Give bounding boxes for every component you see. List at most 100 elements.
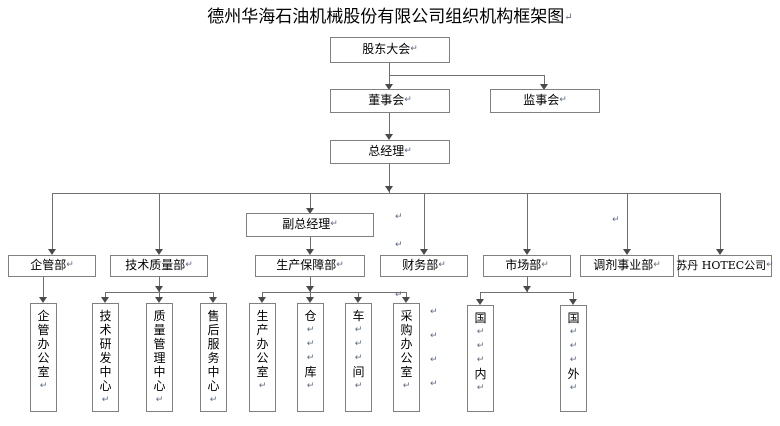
connector-marketing-child-domestic <box>480 292 481 301</box>
node-enterprise-management-dept[interactable]: 企管部↵ <box>8 255 96 277</box>
paragraph-mark-icon: ↵ <box>209 395 218 405</box>
node-label-char: 术 <box>99 323 112 337</box>
node-technical-rd-center[interactable]: 技术研发中心↵ <box>92 303 119 412</box>
node-purchasing-office[interactable]: 采购办公室↵ <box>393 303 420 412</box>
paragraph-mark-icon: ↵ <box>306 381 315 391</box>
paragraph-mark-icon: ↵ <box>354 381 363 391</box>
arrow-technical-icon <box>155 249 163 255</box>
connector-production-child-3 <box>358 292 359 299</box>
node-label: 市场部 <box>505 258 542 273</box>
paragraph-mark-icon: ↵ <box>476 327 485 337</box>
node-label-char: 外 <box>567 367 580 381</box>
connector-to-supervisors <box>544 75 545 86</box>
node-label-char: 国 <box>567 311 580 325</box>
node-label: 企管部 <box>30 258 67 273</box>
node-technical-quality-dept[interactable]: 技术质量部↵ <box>110 255 208 277</box>
connector-deputy-to-production <box>310 237 311 251</box>
node-label-char: 质 <box>153 309 166 323</box>
connector-enterprise-to-office <box>43 277 44 299</box>
node-label-char: 发 <box>99 351 112 365</box>
node-label: 总经理 <box>368 144 405 159</box>
connector-technical-stem <box>159 277 160 292</box>
node-label: 苏丹 HOTEC公司 <box>676 258 767 272</box>
node-label-char: 中 <box>207 365 220 379</box>
paragraph-mark-icon: ↵ <box>39 381 48 391</box>
paragraph-mark-icon: ↵ <box>559 95 567 106</box>
node-label-char: 心 <box>99 379 112 393</box>
node-shareholders-meeting[interactable]: 股东大会↵ <box>330 37 450 63</box>
node-label-char: 产 <box>256 323 269 337</box>
node-warehouse[interactable]: 仓↵↵↵库↵ <box>297 303 324 412</box>
page-title-text: 德州华海石油机械股份有限公司组织机构框架图 <box>207 7 565 27</box>
connector-drop-marketing <box>527 193 528 251</box>
arrow-production-child-3-icon <box>354 297 362 303</box>
paragraph-mark-icon: ↵ <box>101 395 110 405</box>
node-label-char: 购 <box>400 323 413 337</box>
arrow-production-child-4-icon <box>402 297 410 303</box>
node-label-char: 采 <box>400 309 413 323</box>
connector-gm-down <box>389 164 390 193</box>
paragraph-mark-icon: ↵ <box>564 12 573 23</box>
node-board-of-directors[interactable]: 董事会↵ <box>330 89 450 113</box>
node-enterprise-management-office[interactable]: 企管办公室↵ <box>30 303 57 412</box>
paragraph-mark-icon: ↵ <box>430 355 438 365</box>
node-label-char: 公 <box>256 351 269 365</box>
node-domestic[interactable]: 国↵↵↵内↵ <box>467 305 494 412</box>
node-quality-management-center[interactable]: 质量管理中心↵ <box>146 303 173 412</box>
node-label: 生产保障部 <box>276 258 337 273</box>
node-workshop[interactable]: 车 ↵ ↵ ↵ 间 ↵ <box>345 303 372 412</box>
node-deputy-general-manager[interactable]: 副总经理↵ <box>246 213 374 237</box>
node-label-char: 仓 <box>304 309 317 323</box>
paragraph-mark-icon: ↵ <box>354 353 363 363</box>
paragraph-mark-icon: ↵ <box>185 260 193 271</box>
node-label-char: 室 <box>37 365 50 379</box>
arrow-technical-child-2-icon <box>155 297 163 303</box>
node-general-manager[interactable]: 总经理↵ <box>330 140 450 164</box>
paragraph-mark-icon: ↵ <box>438 260 446 271</box>
node-label-char: 间 <box>352 365 365 379</box>
paragraph-mark-icon: ↵ <box>402 381 411 391</box>
paragraph-mark-icon: ↵ <box>766 260 774 271</box>
node-label-char: 理 <box>153 351 166 365</box>
paragraph-mark-icon: ↵ <box>354 339 363 349</box>
connector-technical-child-2 <box>159 292 160 299</box>
node-label: 股东大会 <box>362 42 411 57</box>
node-label-char: 技 <box>99 309 112 323</box>
connector-production-bar <box>262 292 406 293</box>
arrow-technical-child-1-icon <box>101 297 109 303</box>
paragraph-mark-icon: ↵ <box>258 381 267 391</box>
node-label: 监事会 <box>523 93 560 108</box>
node-allocation-business-dept[interactable]: 调剂事业部↵ <box>580 255 674 277</box>
page-title: 德州华海石油机械股份有限公司组织机构框架图↵ <box>0 6 780 29</box>
node-label-char: 车 <box>352 309 365 323</box>
paragraph-mark-icon: ↵ <box>476 355 485 365</box>
arrow-finance-icon <box>420 249 428 255</box>
node-sudan-hotec-company[interactable]: 苏丹 HOTEC公司↵ <box>676 255 774 277</box>
arrow-to-gm-icon <box>385 134 393 140</box>
node-label-char: 室 <box>400 365 413 379</box>
node-board-of-supervisors[interactable]: 监事会↵ <box>490 89 600 113</box>
node-production-office[interactable]: 生产办公室↵ <box>249 303 276 412</box>
node-label-char: 中 <box>153 365 166 379</box>
node-production-support-dept[interactable]: 生产保障部↵ <box>255 255 365 277</box>
paragraph-mark-icon: ↵ <box>410 44 418 55</box>
arrow-allocation-icon <box>623 249 631 255</box>
arrow-overseas-icon <box>569 299 577 305</box>
node-overseas[interactable]: 国↵↵↵外↵ <box>560 305 587 412</box>
connector-to-board <box>389 75 390 86</box>
connector-drop-sudan <box>720 193 721 251</box>
paragraph-mark-icon: ↵ <box>354 325 363 335</box>
paragraph-mark-icon: ↵ <box>395 240 403 250</box>
node-finance-dept[interactable]: 财务部↵ <box>380 255 468 277</box>
paragraph-mark-icon: ↵ <box>404 146 412 157</box>
node-after-sales-service-center[interactable]: 售后服务中心↵ <box>200 303 227 412</box>
connector-marketing-stem <box>527 277 528 292</box>
connector-production-child-2 <box>310 292 311 299</box>
paragraph-mark-icon: ↵ <box>612 215 620 225</box>
paragraph-mark-icon: ↵ <box>395 212 403 222</box>
node-label-char: 库 <box>304 365 317 379</box>
arrow-technical-stem-icon <box>155 286 163 292</box>
node-marketing-dept[interactable]: 市场部↵ <box>483 255 571 277</box>
node-label-char: 研 <box>99 337 112 351</box>
node-label-char: 管 <box>37 323 50 337</box>
